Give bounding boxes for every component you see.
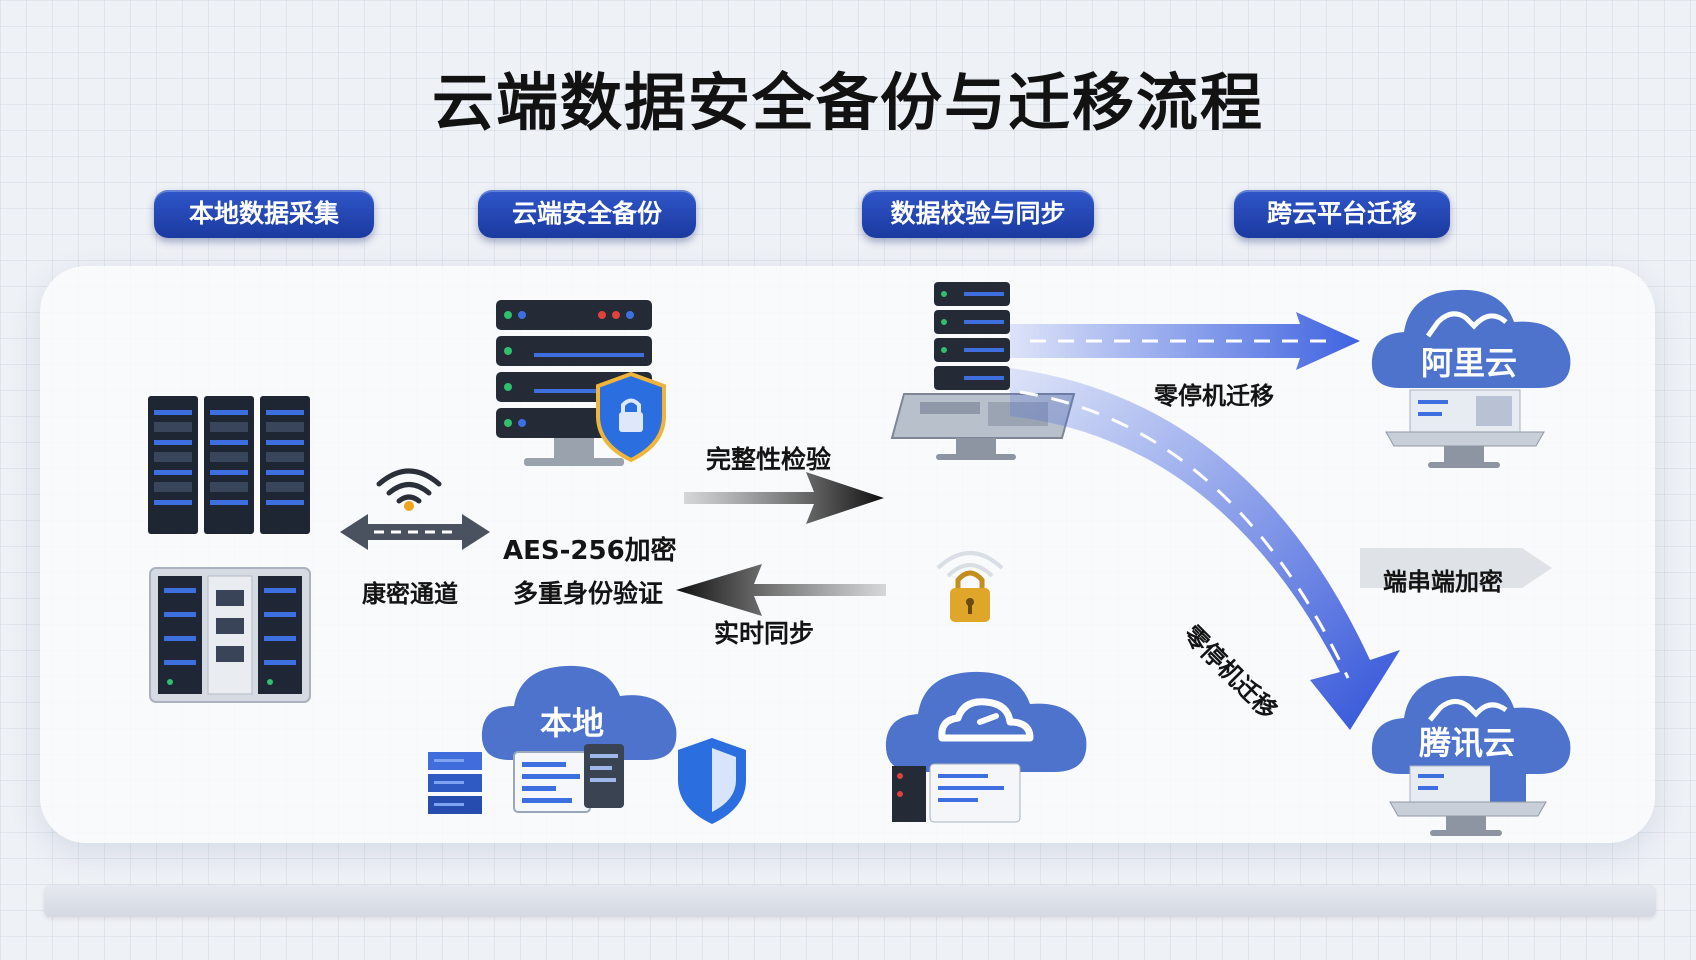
arrow-right-icon	[684, 472, 884, 524]
label-local-cloud: 本地	[540, 704, 605, 742]
stage-cloud-backup: 云端安全备份	[478, 190, 696, 238]
sync-server-panel-icon	[892, 763, 1021, 823]
wifi-icon	[376, 468, 442, 511]
label-e2e-encryption: 端串端加密	[1383, 568, 1503, 596]
database-stack-icon	[428, 752, 482, 814]
shield-icon	[678, 738, 746, 824]
stage-verify-sync: 数据校验与同步	[862, 190, 1094, 238]
local-cloud-icon	[481, 665, 677, 760]
lock-icon	[936, 551, 1004, 622]
local-server-racks	[148, 396, 310, 534]
e2e-encryption-banner	[1360, 548, 1552, 588]
double-arrow-icon	[340, 514, 490, 550]
migration-arrow-straight	[1010, 312, 1360, 370]
stage-cross-cloud-migration: 跨云平台迁移	[1234, 190, 1450, 238]
label-integrity-check: 完整性检验	[706, 445, 832, 474]
label-encrypted-channel: 康密通道	[362, 580, 458, 608]
local-storage-cabinet	[149, 567, 311, 703]
arrow-left-icon	[676, 564, 886, 616]
sync-cloud-icon	[885, 671, 1087, 772]
migration-arrow-curved	[1010, 368, 1400, 730]
aliyun-base-icon	[1385, 389, 1545, 468]
label-tencent: 腾讯云	[1419, 724, 1516, 762]
label-zero-downtime-top: 零停机迁移	[1154, 382, 1274, 410]
shield-lock-icon	[596, 371, 666, 463]
bottom-shelf	[44, 885, 1656, 917]
tencent-base-icon	[1389, 756, 1547, 836]
label-aes: AES-256加密	[503, 536, 677, 566]
tencent-cloud-icon	[1371, 675, 1571, 774]
label-realtime-sync: 实时同步	[714, 619, 815, 648]
label-mfa: 多重身份验证	[513, 579, 664, 608]
stage-local-collection: 本地数据采集	[154, 190, 374, 238]
dashboard-panel-icon	[513, 744, 624, 813]
aliyun-cloud-icon	[1371, 289, 1571, 388]
label-aliyun: 阿里云	[1421, 344, 1518, 382]
page-title: 云端数据安全备份与迁移流程	[431, 66, 1264, 139]
